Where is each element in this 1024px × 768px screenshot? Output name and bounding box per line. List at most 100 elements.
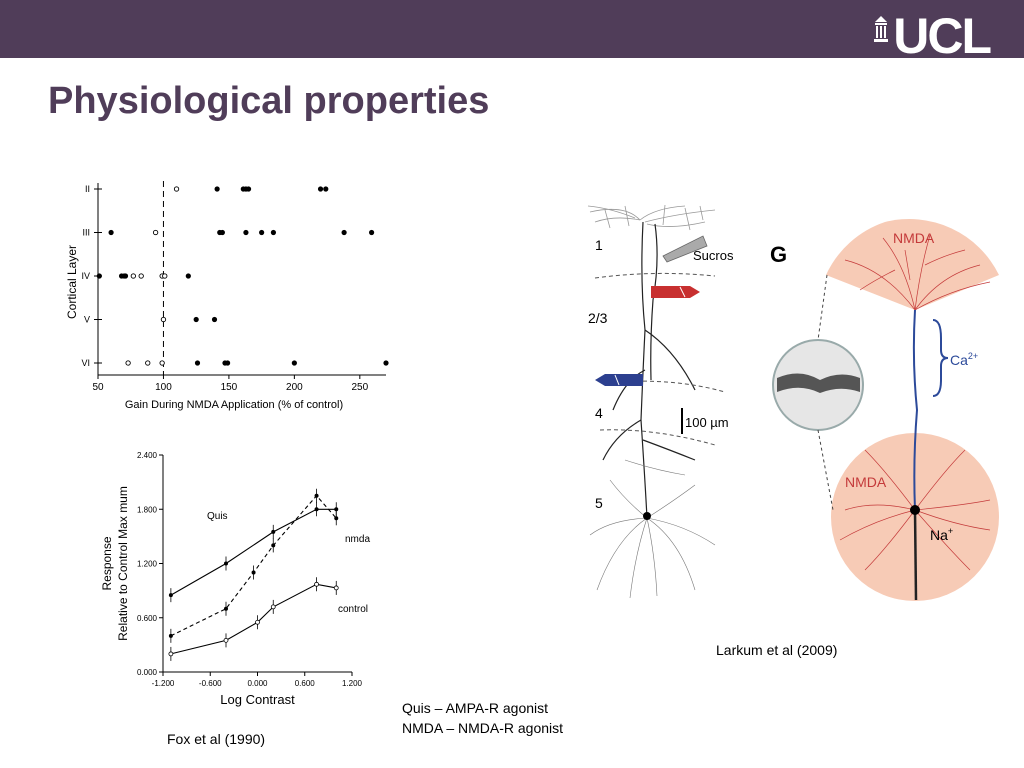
data-point-open (162, 273, 168, 279)
data-point-Quis (334, 507, 339, 512)
data-point-control (255, 619, 260, 625)
layer-label-5: 5 (595, 495, 603, 511)
nmda-label-top: NMDA (893, 230, 935, 246)
data-point-open (138, 273, 144, 279)
note-nmda: NMDA – NMDA-R agonist (402, 720, 564, 736)
caption-fox: Fox et al (1990) (167, 731, 266, 747)
x-tick-label: 250 (351, 382, 368, 393)
data-point-filled (317, 186, 324, 192)
data-point-filled (291, 360, 297, 366)
y-axis-label: Cortical Layer (65, 245, 79, 319)
data-point-nmda (168, 633, 173, 638)
na-label: Na+ (930, 526, 953, 543)
data-point-filled (108, 229, 114, 236)
agonist-notes: Quis – AMPA-R agonist NMDA – NMDA-R agon… (402, 698, 563, 738)
y-axis-label-line2: Relative to Control Max mum (116, 486, 130, 641)
data-point-control (270, 604, 276, 610)
layer-borders (594, 272, 726, 446)
ca-label: Ca2+ (950, 351, 978, 368)
header-bar: UCL (0, 0, 1024, 64)
axon (913, 509, 918, 601)
ucl-logo: UCL (873, 8, 992, 64)
top-nmda-sector (826, 219, 999, 310)
nmda-label-bottom: NMDA (845, 474, 887, 490)
series-line-Quis (170, 508, 337, 596)
data-point-filled (369, 229, 375, 236)
data-point-nmda (334, 516, 339, 521)
data-point-open (173, 186, 180, 192)
inset-leader-bottom (817, 429, 834, 511)
x-tick-label: -0.600 (199, 679, 222, 688)
x-axis-label: Gain During NMDA Application (% of contr… (125, 399, 343, 411)
series-line-control (170, 583, 337, 655)
y-tick-label: 2.400 (137, 451, 158, 460)
data-point-filled (341, 229, 347, 236)
layer-label-1: 1 (595, 237, 603, 253)
y-axis-label-line1: Response (100, 536, 114, 590)
series-line-nmda (170, 494, 337, 637)
data-point-open (160, 316, 167, 323)
data-point-open (152, 229, 159, 236)
tuft-dendrites (844, 234, 991, 311)
layer-label-2-3: 2/3 (588, 310, 608, 326)
data-point-filled (225, 360, 231, 366)
x-tick-label: 1.200 (342, 679, 363, 688)
data-point-filled (323, 186, 329, 192)
soma (643, 512, 651, 520)
data-point-filled (214, 186, 220, 192)
data-point-control (223, 637, 229, 643)
data-point-Quis (224, 561, 228, 566)
y-tick-label: II (85, 184, 90, 194)
data-point-filled (193, 316, 199, 323)
y-tick-label: VI (81, 358, 90, 368)
x-tick-label: 200 (286, 382, 303, 393)
data-point-filled (219, 229, 225, 236)
data-point-filled (243, 229, 249, 236)
y-tick-label: 1.200 (137, 560, 158, 569)
data-point-filled (185, 273, 191, 279)
logo-text: UCL (893, 8, 992, 64)
data-point-filled (96, 273, 102, 279)
blue-electrode-icon (595, 374, 643, 386)
y-tick-label: 0.000 (137, 668, 158, 677)
data-point-filled (122, 273, 129, 279)
data-point-Quis (168, 593, 173, 598)
data-point-filled (259, 229, 265, 236)
apical-trunk (602, 221, 696, 519)
red-electrode-icon (651, 286, 700, 298)
y-tick-label: 1.800 (137, 505, 158, 514)
series-label-control: control (338, 604, 368, 615)
data-point-nmda (271, 543, 276, 548)
data-point-Quis (314, 507, 319, 512)
data-point-control (333, 585, 339, 591)
x-axis-label: Log Contrast (220, 692, 295, 707)
y-tick-label: IV (81, 271, 90, 281)
inset-leader-top (817, 274, 828, 341)
apical-tuft (587, 204, 716, 231)
x-tick-label: 0.000 (247, 679, 268, 688)
portico-icon (874, 16, 889, 42)
data-point-open (159, 360, 165, 366)
data-point-open (145, 360, 151, 366)
note-quis: Quis – AMPA-R agonist (402, 700, 549, 716)
data-point-control (314, 581, 319, 587)
sucrose-pipette-icon (662, 235, 708, 263)
dendritic-spike-model-figure: G NMDA NMDA Ca2+ Na+ (770, 219, 999, 601)
layer-label-4: 4 (595, 405, 603, 421)
data-point-control (168, 651, 174, 657)
data-point-filled (270, 229, 277, 236)
data-point-filled (245, 186, 252, 192)
data-point-open (130, 273, 136, 279)
data-point-nmda (314, 493, 319, 498)
ca-bracket (932, 319, 949, 397)
data-point-filled (211, 316, 218, 323)
data-point-Quis (271, 529, 276, 534)
panel-label-g: G (770, 242, 787, 267)
soma (910, 505, 920, 515)
data-point-nmda (251, 570, 256, 575)
x-tick-label: 50 (92, 382, 104, 393)
data-point-nmda (224, 606, 228, 611)
apical-dendrite-blue (912, 309, 919, 511)
